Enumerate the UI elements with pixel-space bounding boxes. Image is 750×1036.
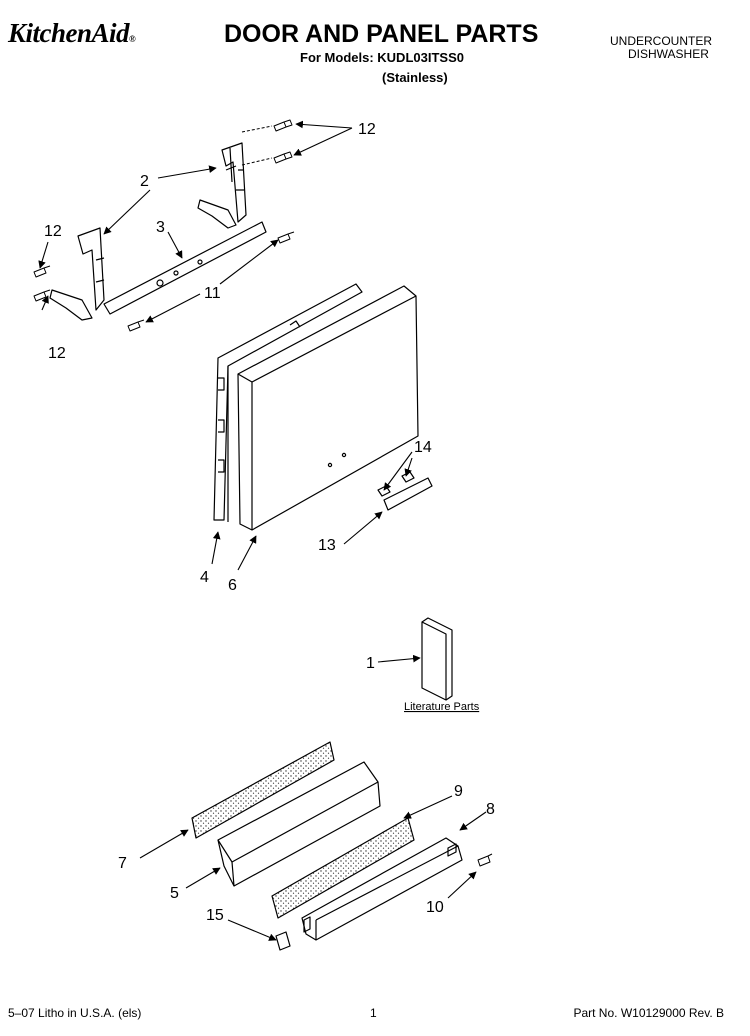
literature-parts-label: Literature Parts: [404, 701, 480, 713]
hinge-bracket-right: [197, 142, 247, 229]
door-handle: [377, 471, 433, 511]
model-variant: (Stainless): [382, 70, 448, 85]
callout-9: 9: [454, 783, 463, 800]
callout-4: 4: [200, 569, 209, 586]
callout-7: 7: [118, 855, 127, 872]
kickplate-screw: [477, 853, 493, 867]
callout-12: 12: [358, 121, 376, 138]
callout-6: 6: [228, 577, 237, 594]
callout-10: 10: [426, 899, 444, 916]
door-tie-strip: [103, 221, 267, 315]
kickplate: [301, 837, 463, 941]
page-title: DOOR AND PANEL PARTS: [224, 20, 539, 48]
callout-13: 13: [318, 537, 336, 554]
part-number: Part No. W10129000 Rev. B: [573, 1006, 724, 1020]
upper-insulation-strip: [191, 741, 335, 839]
callout-2: 2: [140, 173, 149, 190]
literature-booklet: [421, 617, 453, 701]
toe-panel: [217, 761, 381, 887]
callout-1: 1: [366, 655, 375, 672]
lower-insulation-strip: [271, 817, 415, 919]
clip: [275, 931, 291, 951]
page-number: 1: [370, 1006, 377, 1020]
callout-15: 15: [206, 907, 224, 924]
callout-3: 3: [156, 219, 165, 236]
callout-11: 11: [204, 285, 221, 302]
outer-door-panel: [237, 285, 419, 531]
brand-logo: KitchenAid®: [8, 18, 136, 48]
callout-5: 5: [170, 885, 179, 902]
hinge-bracket-left: [49, 227, 105, 321]
callout-8: 8: [486, 801, 495, 818]
callout-12: 12: [44, 223, 62, 240]
inner-door-liner: [213, 283, 363, 522]
callout-12: 12: [48, 345, 66, 362]
category-line-1: UNDERCOUNTER: [610, 34, 712, 48]
print-info: 5–07 Litho in U.S.A. (els): [8, 1006, 142, 1020]
category-line-2: DISHWASHER: [628, 47, 709, 61]
model-number: For Models: KUDL03ITSS0: [300, 50, 464, 65]
callout-14: 14: [414, 439, 432, 456]
